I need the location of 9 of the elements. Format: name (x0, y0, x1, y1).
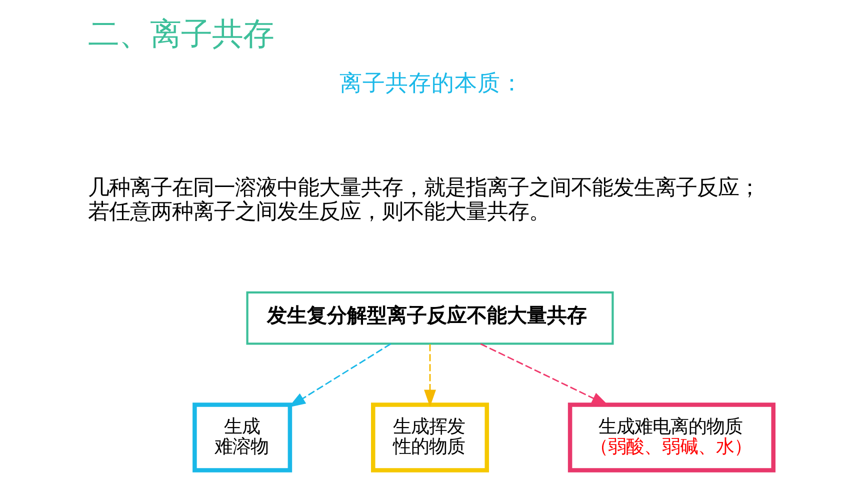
node-box: 生成挥发性的物质 (371, 402, 489, 472)
arrow (480, 343, 609, 406)
node-box: 生成难溶物 (192, 402, 292, 472)
node-box: 发生复分解型离子反应不能大量共存 (246, 291, 614, 345)
arrow (424, 344, 436, 407)
label: 几种离子在同一溶液中能大量共存，就是指离子之间不能发生离子反应；若任意两种离子之间发生反应，则不能大量共存。 (88, 175, 760, 225)
diagram-title: 二、离子共存 (88, 16, 274, 53)
node-box: 生成难电离的物质 （弱酸、弱碱、水） (568, 402, 776, 472)
label: 离子共存的本质： (340, 70, 524, 96)
